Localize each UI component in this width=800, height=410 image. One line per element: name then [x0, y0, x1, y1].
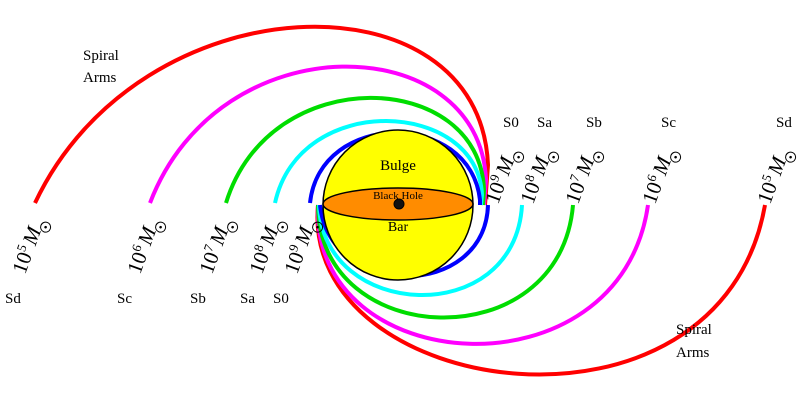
arm-lower-sa — [317, 204, 524, 297]
mass-label-left-sb: 107M — [193, 221, 239, 277]
mass-label-left-sc: 106M — [121, 221, 167, 277]
svg-text:106M: 106M — [121, 222, 161, 277]
type-label-right-sc: Sc — [661, 115, 676, 131]
type-label-right-s0: S0 — [503, 115, 519, 131]
arm-upper-sd — [33, 24, 491, 206]
arm-lower-sd — [315, 204, 767, 377]
svg-text:107M: 107M — [193, 222, 233, 277]
lower-arms — [315, 204, 767, 377]
bar-label: Bar — [388, 220, 409, 235]
mass-label-right-sd: 105M — [751, 151, 797, 207]
left-type-labels: Sd Sc Sb Sa S0 — [5, 291, 289, 307]
svg-text:106M: 106M — [636, 152, 676, 207]
type-label-left-sd: Sd — [5, 291, 21, 307]
spiral-arms-label-upper: Spiral Arms — [83, 48, 123, 86]
right-mass-labels: 109M 108M 107M 106M 105M — [480, 151, 797, 207]
type-label-right-sb: Sb — [586, 115, 602, 131]
svg-text:107M: 107M — [559, 152, 599, 207]
arm-lower-sc — [315, 204, 650, 346]
left-mass-labels: 105M 106M 107M 108M 109M — [6, 221, 324, 277]
svg-text:108M: 108M — [243, 222, 283, 277]
type-label-left-sc: Sc — [117, 291, 132, 307]
type-label-left-sa: Sa — [240, 291, 255, 307]
mass-label-left-sd: 105M — [6, 221, 52, 277]
svg-text:109M: 109M — [278, 222, 318, 277]
svg-text:105M: 105M — [6, 222, 46, 277]
right-type-labels: S0 Sa Sb Sc Sd — [503, 115, 792, 131]
svg-text:108M: 108M — [514, 152, 554, 207]
type-label-left-s0: S0 — [273, 291, 289, 307]
mass-label-right-sa: 108M — [514, 151, 560, 207]
bulge-label: Bulge — [380, 158, 416, 174]
type-label-left-sb: Sb — [190, 291, 206, 307]
arm-lower-sb — [316, 204, 575, 320]
spiral-arms-label-lower: Spiral Arms — [676, 322, 716, 361]
type-label-right-sd: Sd — [776, 115, 792, 131]
black-hole — [393, 198, 405, 210]
arm-upper-sc — [148, 64, 489, 206]
mass-label-right-sb: 107M — [559, 151, 605, 207]
black-hole-label: Black Hole — [373, 190, 423, 202]
mass-label-right-sc: 106M — [636, 151, 682, 207]
arm-upper-sa — [273, 119, 485, 206]
arm-upper-sb — [224, 95, 487, 206]
svg-text:105M: 105M — [751, 152, 791, 207]
type-label-right-sa: Sa — [537, 115, 552, 131]
